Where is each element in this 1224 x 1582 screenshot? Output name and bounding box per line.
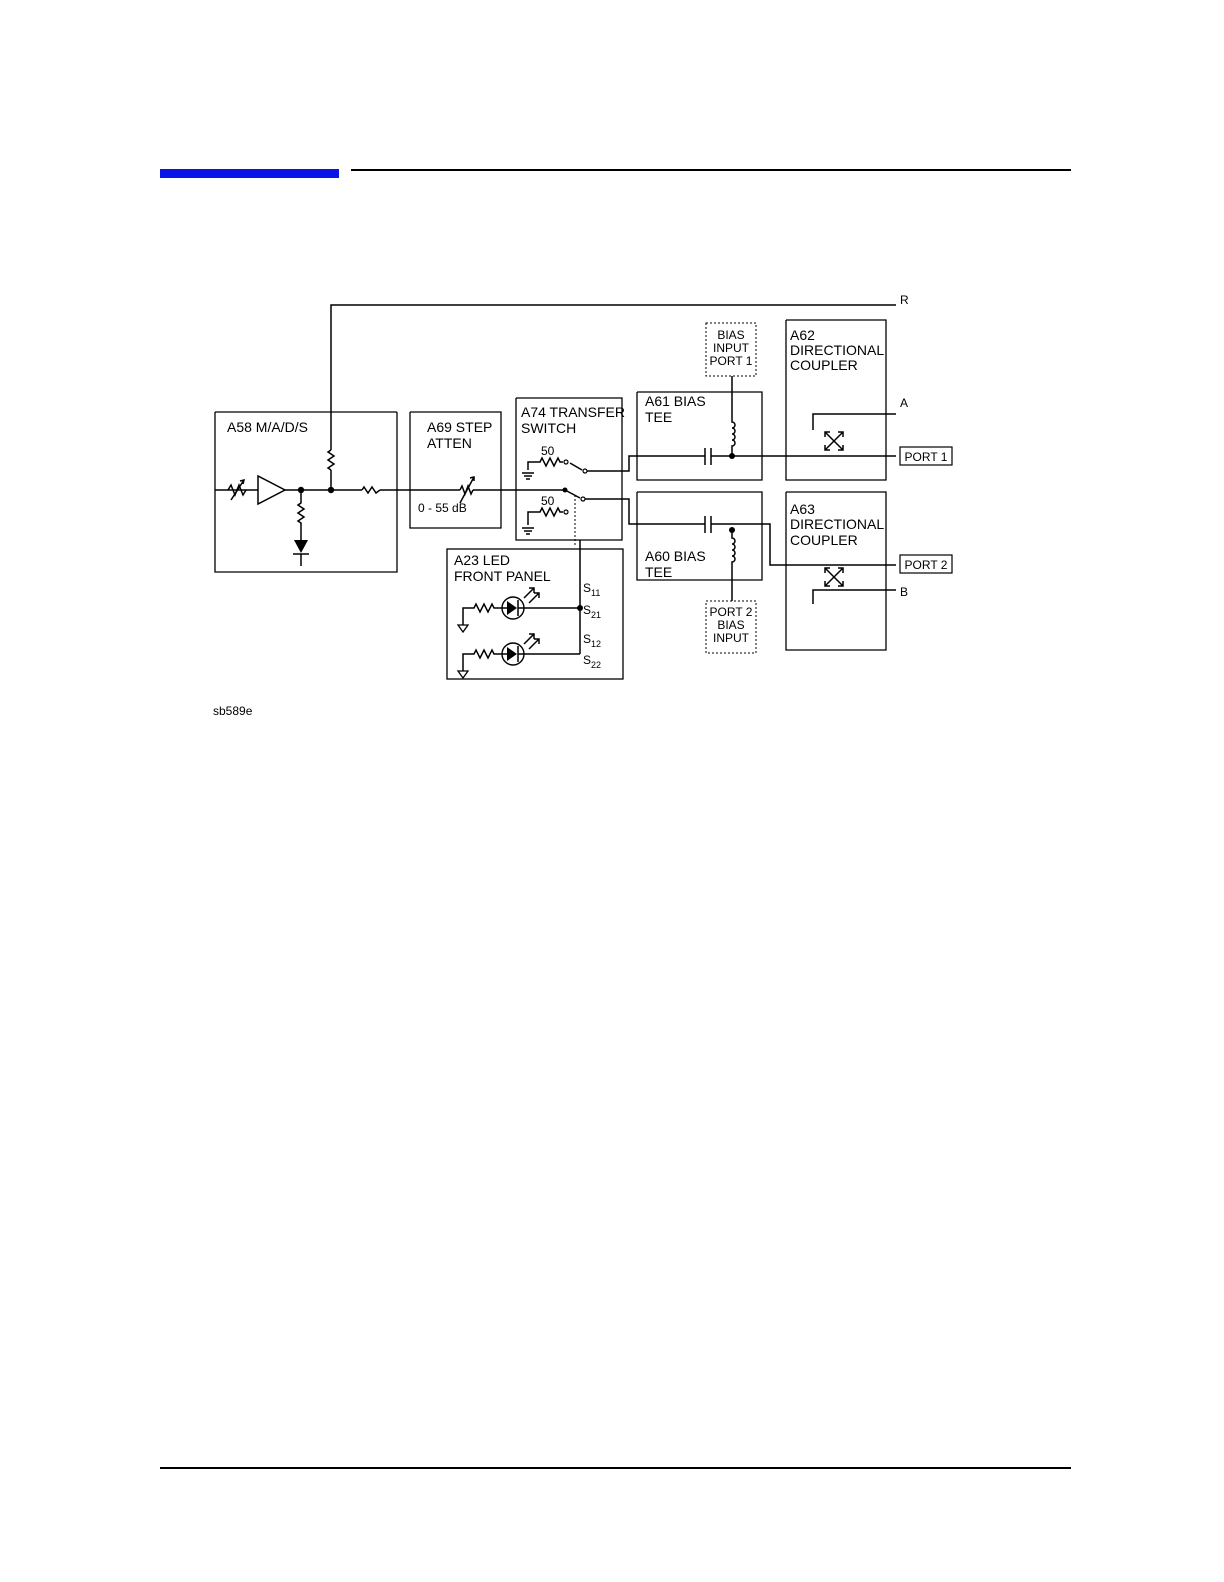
a23-label-1: A23 LED xyxy=(454,552,510,568)
a62-label-3: COUPLER xyxy=(790,357,858,373)
bias-input-port1-box: BIAS INPUT PORT 1 xyxy=(706,323,756,376)
a-signal-label: A xyxy=(900,396,908,410)
a58-label: A58 M/A/D/S xyxy=(227,419,308,435)
footer-rule xyxy=(160,1467,1071,1469)
s12-label: S12 xyxy=(583,632,601,649)
a63-label-3: COUPLER xyxy=(790,532,858,548)
a23-label-2: FRONT PANEL xyxy=(454,568,551,584)
s22-label: S22 xyxy=(583,653,601,670)
bias-input-port2-line1: PORT 2 xyxy=(710,605,753,619)
led-indicator-icon xyxy=(458,634,580,678)
a60-label-2: TEE xyxy=(645,564,672,580)
a61-block: A61 BIAS TEE xyxy=(637,376,896,480)
port1-connector: PORT 1 xyxy=(900,447,952,465)
detector-diode-icon xyxy=(293,540,309,566)
bias-input-port1-line2: INPUT xyxy=(713,341,750,355)
b-signal-label: B xyxy=(900,585,908,599)
a23-block: A23 LED FRONT PANEL xyxy=(447,549,623,679)
a69-range-label: 0 - 55 dB xyxy=(418,501,467,515)
r-signal-label: R xyxy=(900,293,909,307)
bias-input-port2-line3: INPUT xyxy=(713,631,750,645)
a69-label-1: A69 STEP xyxy=(427,419,492,435)
led-indicator-icon xyxy=(458,588,580,632)
r-signal-path: R xyxy=(328,293,909,490)
a61-label-2: TEE xyxy=(645,409,672,425)
bias-input-port2-line2: BIAS xyxy=(717,618,744,632)
a74-lower-load-label: 50 xyxy=(541,494,555,508)
a69-label-2: ATTEN xyxy=(427,435,472,451)
bias-input-port1-line3: PORT 1 xyxy=(710,354,753,368)
bias-input-port2-box: PORT 2 BIAS INPUT xyxy=(706,601,756,653)
a63-block: A63 DIRECTIONAL COUPLER B xyxy=(786,492,908,650)
port2-connector: PORT 2 xyxy=(900,555,952,573)
s11-label: S11 xyxy=(583,581,600,598)
a58-block: A58 M/A/D/S xyxy=(215,412,460,572)
step-attenuator-icon xyxy=(460,477,474,503)
a62-label-2: DIRECTIONAL xyxy=(790,342,884,358)
a74-upper-load-label: 50 xyxy=(541,444,555,458)
coupler-cross-icon xyxy=(825,568,843,586)
a60-label-1: A60 BIAS xyxy=(645,548,706,564)
port1-label: PORT 1 xyxy=(905,450,948,464)
bias-input-port1-line1: BIAS xyxy=(717,328,744,342)
port2-label: PORT 2 xyxy=(905,558,948,572)
a74-label-2: SWITCH xyxy=(521,420,576,436)
a74-label-1: A74 TRANSFER xyxy=(521,404,625,420)
a62-label-1: A62 xyxy=(790,327,815,343)
figure-id: sb589e xyxy=(213,704,253,718)
coupler-cross-icon xyxy=(825,432,843,450)
a63-label-1: A63 xyxy=(790,501,815,517)
s21-label: S21 xyxy=(583,603,601,620)
a63-label-2: DIRECTIONAL xyxy=(790,516,884,532)
amplifier-icon xyxy=(258,476,285,504)
a61-label-1: A61 BIAS xyxy=(645,393,706,409)
